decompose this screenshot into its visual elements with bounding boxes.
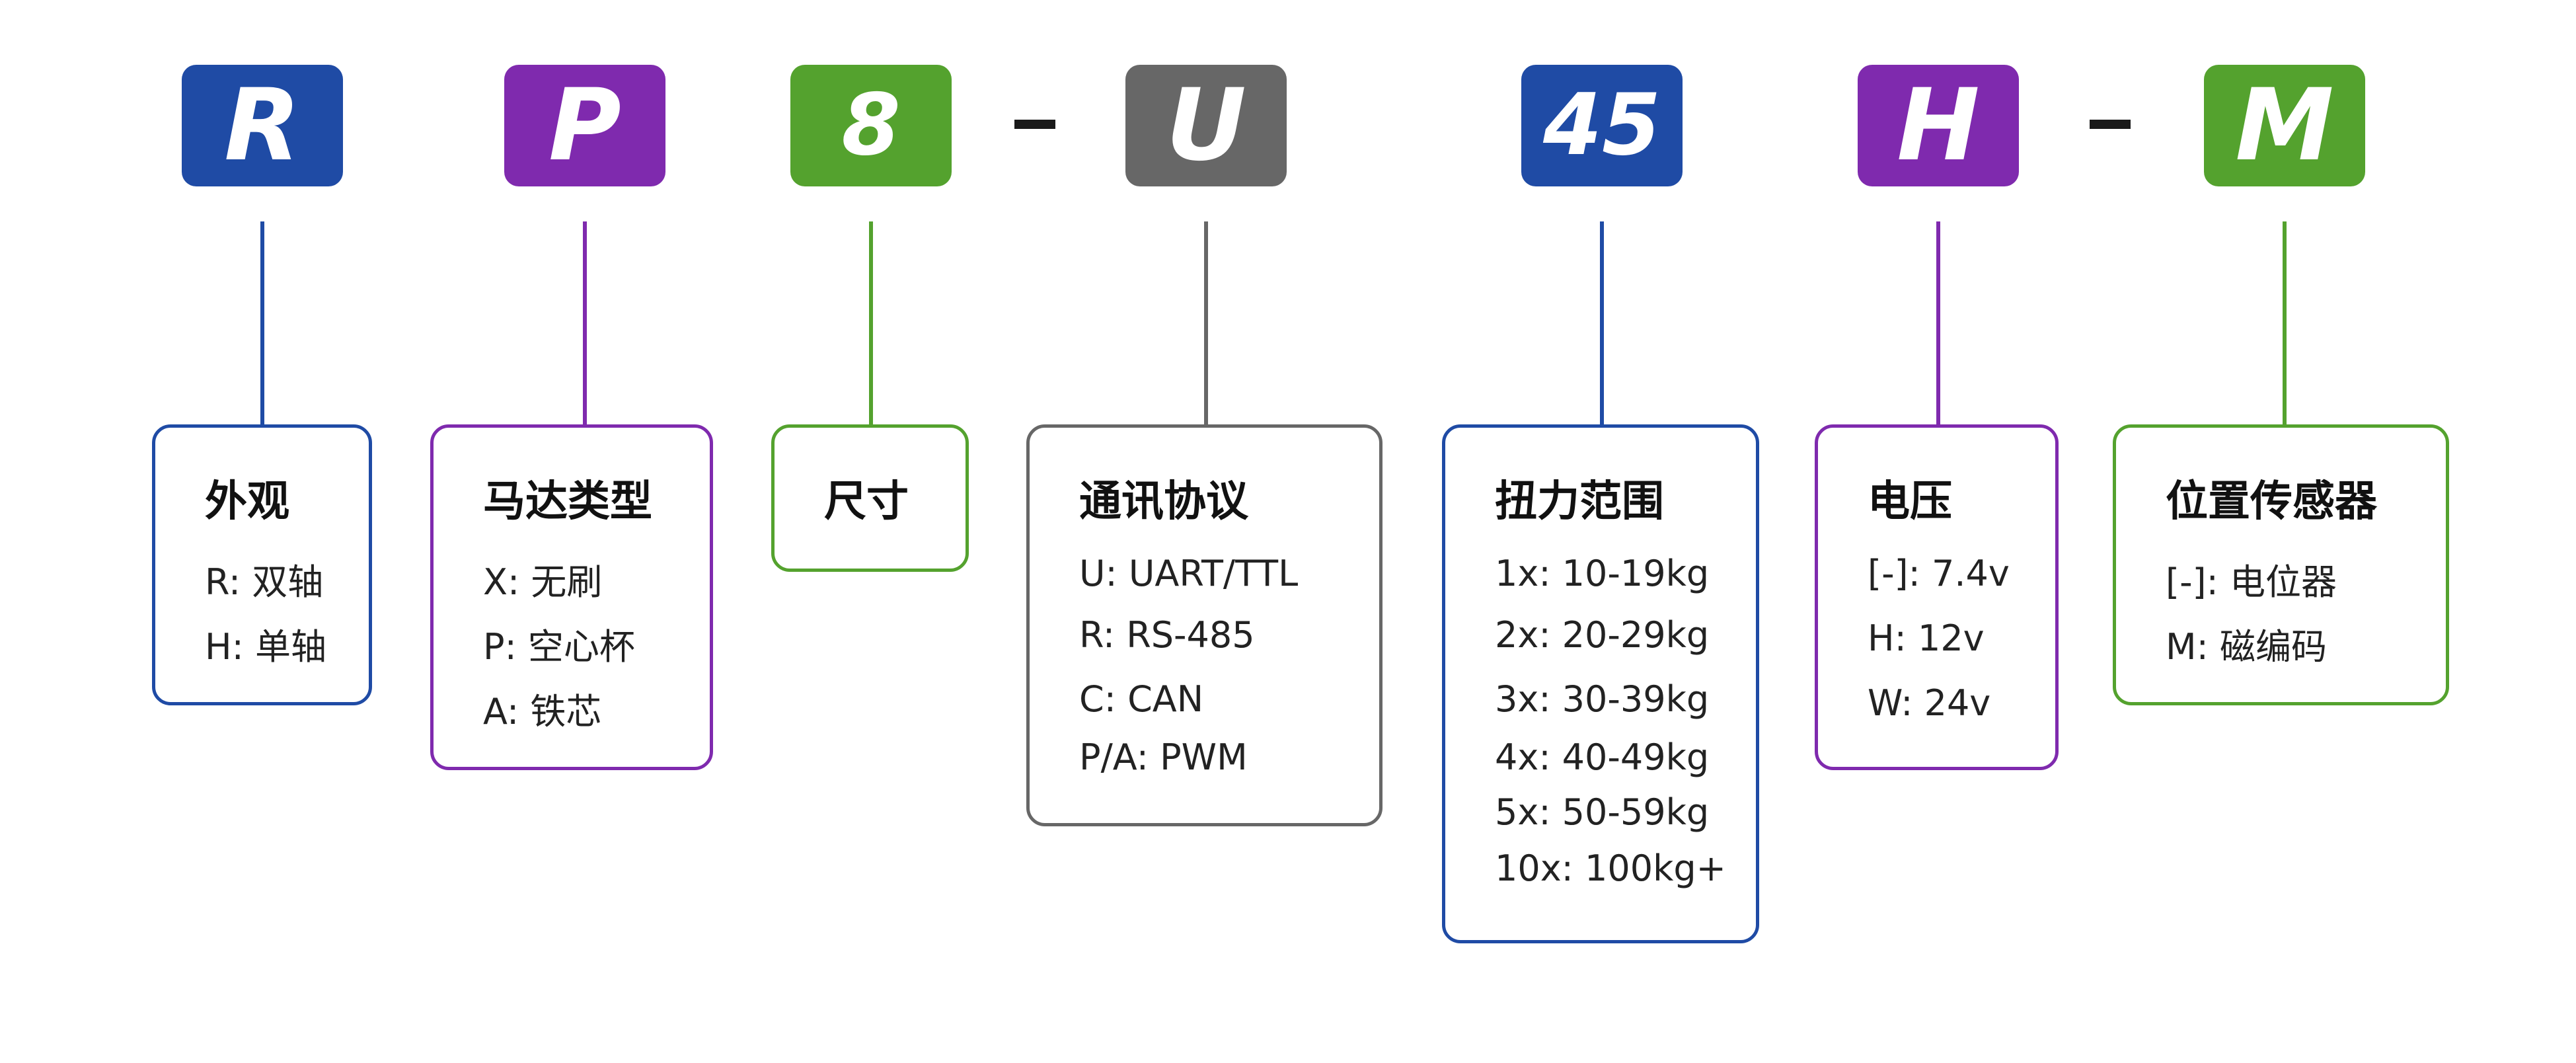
motor-type-item: P: 空心杯	[483, 626, 635, 668]
protocol-item: P/A: PWM	[1079, 736, 1248, 778]
torque-item: 4x: 40-49kg	[1495, 736, 1710, 778]
voltage-item: W: 24v	[1868, 682, 1991, 724]
torque-item: 5x: 50-59kg	[1495, 791, 1710, 833]
position-sensor-title: 位置传感器	[2166, 477, 2377, 526]
code-tile-p: P	[504, 65, 665, 186]
motor-type-item: X: 无刷	[483, 561, 603, 603]
appearance-box: 外观 R: 双轴 H: 单轴	[152, 424, 372, 705]
position-sensor-item: [-]: 电位器	[2166, 561, 2337, 603]
code-tile-m: M	[2204, 65, 2365, 186]
size-title: 尺寸	[824, 477, 909, 526]
code-separator-dash	[1014, 120, 1055, 129]
protocol-title: 通讯协议	[1079, 477, 1248, 526]
code-separator-dash	[2090, 120, 2131, 129]
torque-item: 1x: 10-19kg	[1495, 553, 1710, 594]
connector-line-h	[1936, 221, 1940, 424]
torque-item: 3x: 30-39kg	[1495, 678, 1710, 720]
connector-line-8	[869, 221, 873, 424]
code-tile-u: U	[1125, 65, 1287, 186]
code-tile-8: 8	[790, 65, 952, 186]
connector-line-r	[260, 221, 264, 424]
protocol-item: C: CAN	[1079, 678, 1204, 720]
appearance-title: 外观	[205, 477, 289, 526]
connector-line-45	[1600, 221, 1604, 424]
voltage-box: 电压 [-]: 7.4v H: 12v W: 24v	[1815, 424, 2059, 770]
code-tile-45: 45	[1521, 65, 1683, 186]
motor-type-title: 马达类型	[483, 477, 652, 526]
appearance-item: R: 双轴	[205, 561, 324, 603]
position-sensor-box: 位置传感器 [-]: 电位器 M: 磁编码	[2113, 424, 2449, 705]
appearance-item: H: 单轴	[205, 626, 326, 668]
torque-item: 2x: 20-29kg	[1495, 614, 1710, 656]
position-sensor-item: M: 磁编码	[2166, 626, 2327, 668]
code-tile-h: H	[1858, 65, 2019, 186]
torque-title: 扭力范围	[1495, 477, 1664, 526]
voltage-title: 电压	[1868, 477, 1952, 526]
torque-box: 扭力范围 1x: 10-19kg 2x: 20-29kg 3x: 30-39kg…	[1442, 424, 1759, 943]
protocol-item: U: UART/TTL	[1079, 553, 1299, 594]
motor-type-item: A: 铁芯	[483, 691, 602, 732]
protocol-box: 通讯协议 U: UART/TTL R: RS-485 C: CAN P/A: P…	[1026, 424, 1383, 826]
code-tile-r: R	[182, 65, 343, 186]
connector-line-u	[1204, 221, 1208, 424]
size-box: 尺寸	[771, 424, 969, 572]
protocol-item: R: RS-485	[1079, 614, 1255, 656]
connector-line-m	[2283, 221, 2287, 424]
torque-item: 10x: 100kg+	[1495, 847, 1726, 889]
connector-line-p	[583, 221, 587, 424]
motor-type-box: 马达类型 X: 无刷 P: 空心杯 A: 铁芯	[430, 424, 713, 770]
voltage-item: H: 12v	[1868, 617, 1985, 659]
voltage-item: [-]: 7.4v	[1868, 553, 2010, 594]
